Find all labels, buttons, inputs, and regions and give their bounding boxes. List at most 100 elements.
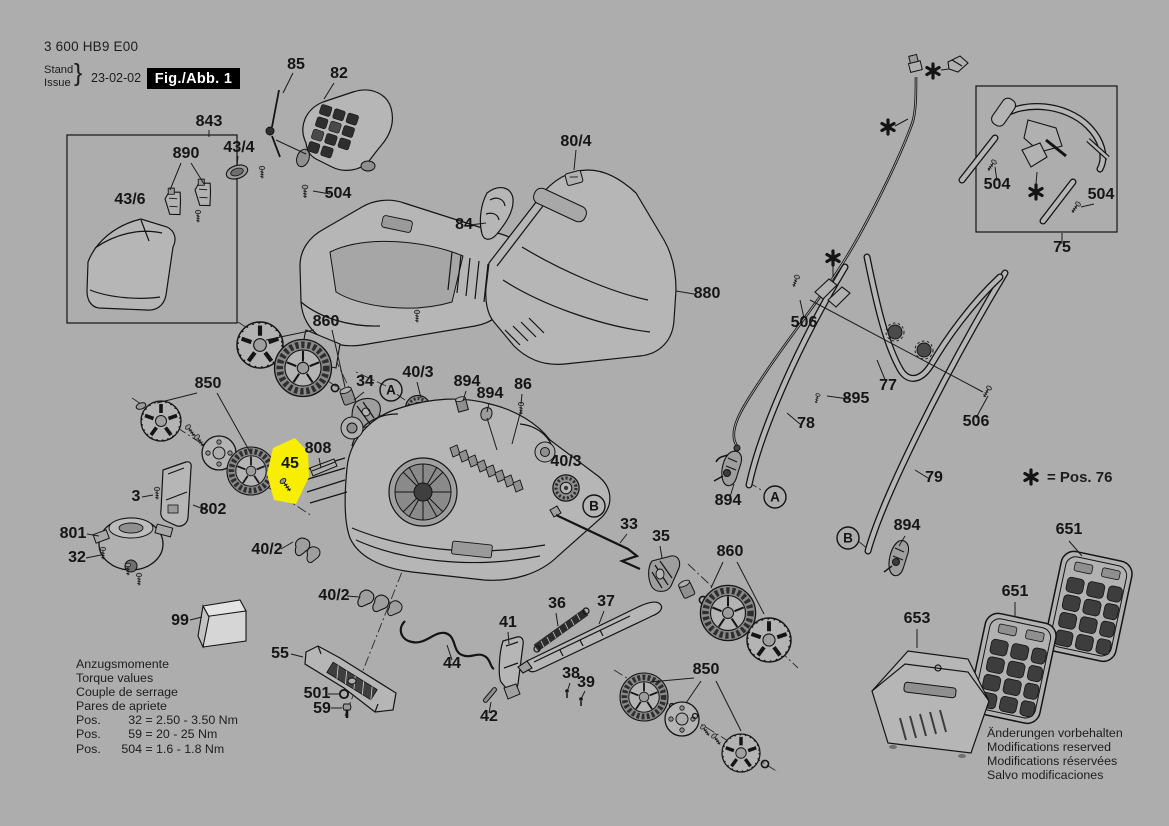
- notice-en: Modifications reserved: [987, 740, 1111, 755]
- part-label-33: 33: [620, 516, 638, 533]
- lever-37-drawing: [517, 601, 663, 674]
- asterisk-marker: [1028, 183, 1044, 201]
- part-label-802: 802: [200, 501, 227, 518]
- clip-80-4-drawing: [564, 170, 584, 186]
- part-label-45: 45: [281, 455, 299, 472]
- svg-text:B: B: [843, 531, 853, 546]
- part-label-894: 894: [715, 492, 742, 509]
- part-label-44: 44: [443, 655, 461, 672]
- lower-handle-tubes-drawing: [745, 253, 1009, 555]
- view-badge-A: A: [763, 485, 787, 509]
- part-label-651: 651: [1056, 521, 1083, 538]
- notice-fr: Modifications réservées: [987, 754, 1118, 769]
- bracket-41-drawing: [498, 636, 524, 700]
- view-badge-B: B: [836, 526, 860, 550]
- part-label-32: 32: [68, 549, 86, 566]
- bushing-894-a: [455, 396, 469, 413]
- issue-label: Issue: [44, 76, 71, 89]
- issue-date: 23-02-02: [91, 71, 142, 85]
- part-label-651: 651: [1002, 583, 1029, 600]
- part-label-501: 501: [304, 685, 331, 702]
- charger-653-drawing: [871, 650, 990, 758]
- part-label-506: 506: [963, 413, 990, 430]
- part-label-55: 55: [271, 645, 289, 662]
- wheel-assembly-850-bottom: [620, 673, 770, 774]
- knob-77-b: [914, 340, 934, 360]
- motor-801-drawing: [92, 517, 174, 573]
- pin-42-drawing: [483, 687, 497, 703]
- figure-badge: Fig./Abb. 1: [147, 68, 240, 89]
- part-label-85: 85: [287, 56, 305, 73]
- highlight-45-region[interactable]: [267, 438, 309, 504]
- view-badge-B: B: [582, 494, 606, 518]
- part-label-40-2: 40/2: [318, 587, 349, 604]
- group-843-frame: [66, 134, 238, 324]
- wheel-assembly-850-left: [135, 399, 275, 495]
- part-label-40-3: 40/3: [550, 453, 581, 470]
- part-label-808: 808: [305, 440, 332, 457]
- part-label-99: 99: [171, 612, 189, 629]
- part-label-37: 37: [597, 593, 615, 610]
- torque-title-es: Pares de apriete: [76, 699, 167, 714]
- torque-title-en: Torque values: [76, 671, 154, 686]
- bracket-35-drawing: [648, 555, 681, 592]
- part-label-890: 890: [173, 145, 200, 162]
- part-label-43-6: 43/6: [114, 191, 145, 208]
- levers-40-2-lower: [356, 588, 404, 619]
- screw-3: [153, 486, 161, 500]
- clip-890-b: [192, 176, 215, 209]
- part-label-850: 850: [693, 661, 720, 678]
- part-label-38: 38: [562, 665, 580, 682]
- battery-651-a: [1042, 548, 1136, 665]
- star-legend-note: = Pos. 76: [1047, 469, 1113, 486]
- pin-85-drawing: [265, 89, 281, 158]
- torque-title-fr: Couple de serrage: [76, 685, 178, 700]
- part-label-43-4: 43/4: [223, 139, 254, 156]
- bowden-cable-drawing: [715, 53, 969, 463]
- upper-handle-75-drawing: [958, 97, 1110, 225]
- part-label-42: 42: [480, 708, 498, 725]
- chassis-housing-drawing: [194, 165, 521, 369]
- part-label-894: 894: [454, 373, 481, 390]
- part-label-36: 36: [548, 595, 566, 612]
- notice-es: Salvo modificaciones: [987, 768, 1104, 783]
- part-label-78: 78: [797, 415, 815, 432]
- switchbox-82-drawing: [296, 89, 394, 172]
- part-label-880: 880: [694, 285, 721, 302]
- bracket-802-drawing: [160, 461, 192, 527]
- part-label-35: 35: [652, 528, 670, 545]
- bushing-35: [678, 579, 696, 599]
- cap-43-4-drawing: [225, 164, 249, 180]
- torque-values-block: Anzugsmomente Torque values Couple de se…: [76, 657, 238, 756]
- part-label-82: 82: [330, 65, 348, 82]
- wheel-860-top: [275, 340, 332, 397]
- brace-glyph: }: [74, 59, 83, 87]
- wheel-cover-860-right: [745, 616, 793, 664]
- part-label-40-2: 40/2: [251, 541, 282, 558]
- bolt-59: [342, 703, 352, 718]
- part-label-850: 850: [195, 375, 222, 392]
- part-label-843: 843: [196, 113, 223, 130]
- part-label-504: 504: [325, 185, 352, 202]
- stand-label: Stand: [44, 64, 74, 76]
- asterisk-marker: [925, 62, 941, 80]
- screw-32-c: [135, 572, 143, 586]
- part-label-79: 79: [925, 469, 943, 486]
- torque-title-de: Anzugsmomente: [76, 657, 169, 671]
- part-label-80-4: 80/4: [560, 133, 591, 150]
- screw-86: [517, 401, 525, 415]
- clip-890-a: [162, 185, 185, 218]
- part-label-34: 34: [356, 373, 374, 390]
- asterisk-marker: [825, 249, 841, 267]
- torque-row: Pos.504=1.6 - 1.8 Nm: [76, 741, 225, 756]
- view-badge-A: A: [379, 378, 403, 402]
- rod-44-drawing: [399, 620, 495, 670]
- highlighted-part-45[interactable]: [267, 438, 309, 504]
- spring-36-drawing: [533, 607, 590, 653]
- leader-lines: [85, 68, 1095, 732]
- bushing-34: [339, 386, 356, 406]
- part-label-3: 3: [132, 488, 141, 505]
- part-label-86: 86: [514, 376, 532, 393]
